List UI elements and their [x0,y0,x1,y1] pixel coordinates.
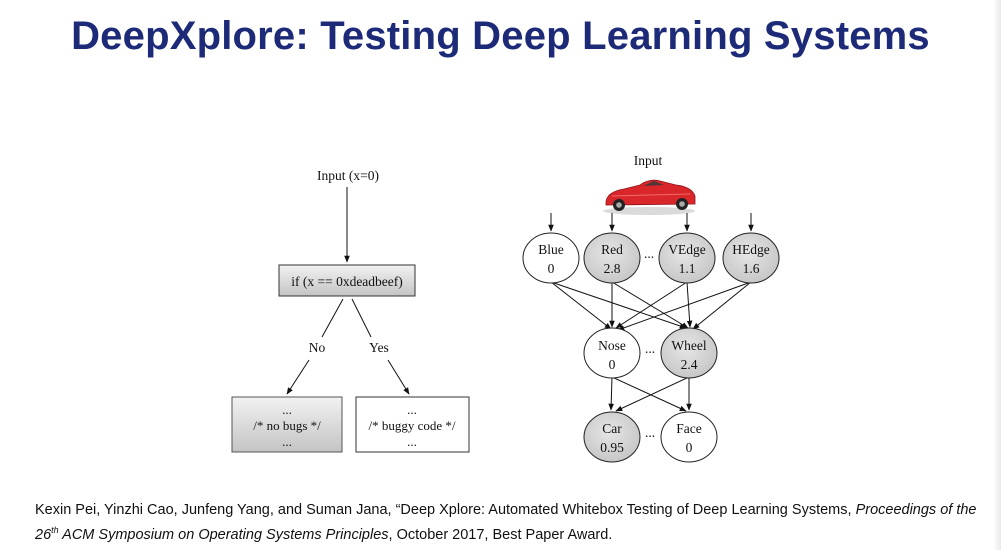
input-layer-ellipsis: ... [644,246,654,261]
citation-authors-title: Kexin Pei, Yinzhi Cao, Junfeng Yang, and… [35,502,856,518]
node-face-value: 0 [686,440,693,455]
condition-text: if (x == 0xdeadbeef) [291,274,403,289]
node-blue: Blue 0 [522,232,580,284]
output-layer-ellipsis: ... [645,425,655,440]
input-layer-incoming-arrows [548,213,754,232]
node-red: Red 2.8 [583,232,641,284]
node-blue-value: 0 [548,261,555,276]
node-nose: Nose 0 [583,327,641,379]
yes-box-line-3: ... [407,434,417,449]
node-car-name: Car [602,421,622,436]
node-wheel: Wheel 2.4 [660,327,718,379]
node-hedge-name: HEdge [732,242,770,257]
hidden-to-output-edges [608,376,692,412]
yes-box-line-1: ... [407,402,417,417]
node-wheel-name: Wheel [671,338,706,353]
citation-venue-1: Proceedings of the 26 [35,502,977,543]
node-car-value: 0.95 [600,440,624,455]
slide-edge-shadow [993,0,1001,550]
citation: Kexin Pei, Yinzhi Cao, Junfeng Yang, and… [35,500,985,545]
node-wheel-value: 2.4 [681,357,698,372]
slide-title: DeepXplore: Testing Deep Learning System… [71,14,930,58]
input-to-hidden-edges [550,281,752,331]
program-flow-diagram: Input (x=0) if (x == 0xdeadbeef) No Yes … [231,168,470,453]
node-red-value: 2.8 [604,261,621,276]
condition-box [278,264,416,297]
node-face-name: Face [676,421,701,436]
no-arrow [286,359,310,395]
buggy-code-box [355,396,470,453]
node-hedge: HEdge 1.6 [722,232,780,284]
no-box-line-3: ... [282,434,292,449]
red-sports-car-icon [603,179,696,215]
no-box-line-2: /* no bugs */ [253,418,321,433]
node-nose-name: Nose [598,338,626,353]
citation-date-award: , October 2017, Best Paper Award. [388,526,613,543]
node-vedge-name: VEdge [668,242,706,257]
citation-venue-sup: th [51,525,59,535]
no-branch-line [321,298,344,338]
program-input-label: Input (x=0) [317,168,379,183]
yes-box-line-2: /* buggy code */ [368,418,455,433]
node-blue-name: Blue [538,242,564,257]
hidden-layer-ellipsis: ... [645,341,655,356]
node-red-name: Red [601,242,623,257]
node-nose-value: 0 [609,357,616,372]
node-vedge-value: 1.1 [679,261,696,276]
no-bugs-box [231,396,343,453]
node-car: Car 0.95 [583,411,641,463]
node-hedge-value: 1.6 [743,261,760,276]
node-vedge: VEdge 1.1 [658,232,716,284]
citation-venue-2: ACM Symposium on Operating Systems Princ… [58,526,389,543]
no-box-line-1: ... [282,402,292,417]
yes-arrow [387,359,410,395]
no-label: No [309,340,326,355]
yes-branch-line [351,298,372,338]
neural-network-diagram: Input [522,153,780,463]
network-input-label: Input [634,153,663,168]
yes-label: Yes [369,340,389,355]
node-face: Face 0 [660,411,718,463]
